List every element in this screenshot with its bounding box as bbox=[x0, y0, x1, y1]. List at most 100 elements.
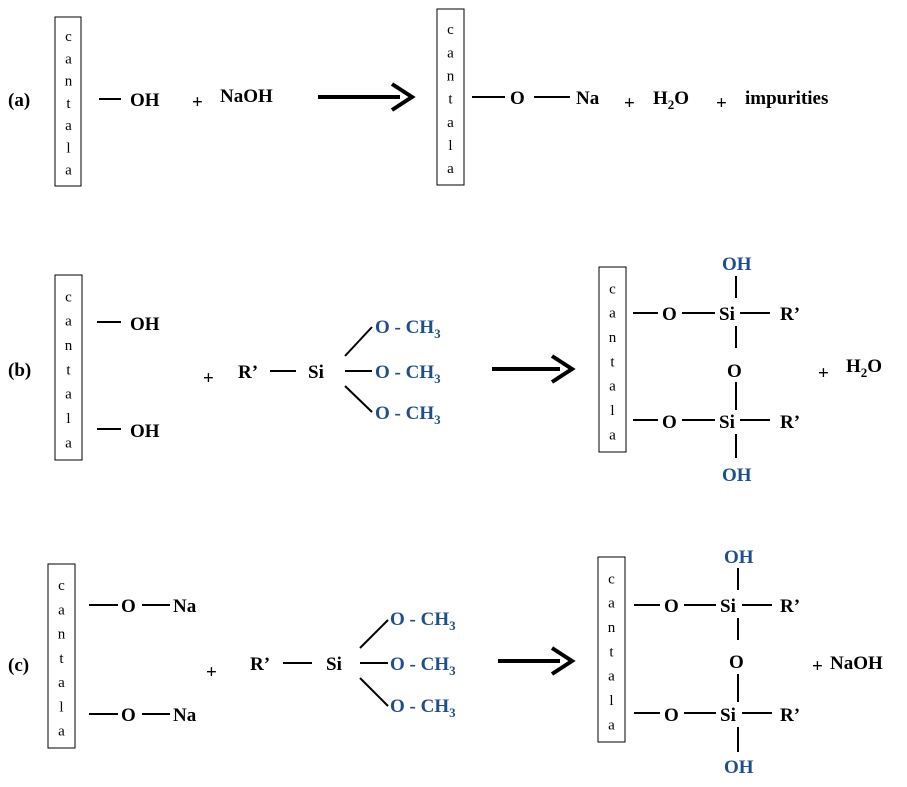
reaction-c-product-o-top: O bbox=[664, 596, 679, 617]
cantala-box-letter: c bbox=[609, 281, 616, 297]
reaction-b-oh-top: OH bbox=[130, 314, 160, 335]
reaction-c-product-si-top: Si bbox=[720, 596, 736, 617]
reaction-a-water: H2O bbox=[653, 88, 689, 112]
reaction-b-methoxy-1: O - CH3 bbox=[375, 317, 441, 341]
cantala-box-letter: a bbox=[65, 163, 72, 179]
reaction-a-oh: OH bbox=[130, 90, 160, 111]
cantala-box-letter: l bbox=[66, 411, 70, 427]
cantala-box-letter: a bbox=[58, 602, 65, 618]
cantala-box-letter: a bbox=[447, 115, 454, 131]
reaction-c-plus-2: + bbox=[812, 656, 823, 677]
reaction-c-product-r-bottom: R’ bbox=[780, 705, 800, 726]
cantala-box-letter: a bbox=[58, 675, 65, 691]
cantala-box-letter: a bbox=[609, 379, 616, 395]
reaction-c-na-top: Na bbox=[173, 596, 197, 617]
cantala-box-letter: t bbox=[609, 644, 614, 660]
reaction-a-plus-3: + bbox=[716, 93, 727, 114]
reaction-b-plus-1: + bbox=[203, 368, 214, 389]
cantala-box-letter: a bbox=[609, 427, 616, 443]
cantala-box-letter: a bbox=[58, 723, 65, 739]
cantala-box-letter: n bbox=[58, 627, 66, 643]
cantala-box-letter: c bbox=[65, 29, 72, 45]
reaction-b-product-o-bottom: O bbox=[662, 412, 677, 433]
reaction-c-si: Si bbox=[326, 654, 342, 675]
reaction-c-plus-1: + bbox=[206, 662, 217, 683]
reaction-c-product-r-top: R’ bbox=[780, 596, 800, 617]
cantala-box-letter: t bbox=[66, 96, 71, 112]
cantala-box-letter: l bbox=[66, 140, 70, 156]
cantala-box-letter: t bbox=[59, 651, 64, 667]
reaction-a-na: Na bbox=[576, 88, 600, 109]
cantala-box-letter: t bbox=[448, 92, 453, 108]
cantala-box-letter: t bbox=[610, 354, 615, 370]
cantala-box-letter: l bbox=[610, 403, 614, 419]
reaction-b-oh-bottom: OH bbox=[130, 421, 160, 442]
cantala-box-letter: l bbox=[59, 699, 63, 715]
cantala-box-letter: a bbox=[65, 314, 72, 330]
cantala-box-letter: a bbox=[608, 717, 615, 733]
reaction-b-bond-ome-1 bbox=[344, 326, 373, 357]
reaction-c-o-bottom: O bbox=[121, 705, 136, 726]
reaction-b-methoxy-2: O - CH3 bbox=[375, 362, 441, 386]
reaction-c-r: R’ bbox=[250, 654, 270, 675]
reaction-b-methoxy-3: O - CH3 bbox=[375, 403, 441, 427]
reaction-c-naoh: NaOH bbox=[830, 653, 883, 674]
reaction-c-product-bridge-o: O bbox=[729, 652, 744, 673]
reaction-b-product-r-bottom: R’ bbox=[780, 412, 800, 433]
cantala-box-letter: a bbox=[65, 387, 72, 403]
reaction-b-product-bridge-o: O bbox=[727, 361, 742, 382]
cantala-box-letter: a bbox=[65, 435, 72, 451]
reaction-b-plus-2: + bbox=[818, 363, 829, 384]
reaction-c-product-si-bottom: Si bbox=[720, 705, 736, 726]
reaction-a-label: (a) bbox=[8, 90, 30, 111]
cantala-box-letter: a bbox=[65, 118, 72, 134]
cantala-box-letter: a bbox=[447, 161, 454, 177]
cantala-box-letter: c bbox=[65, 289, 72, 305]
cantala-box-letter: l bbox=[448, 138, 452, 154]
reaction-a-plus-1: + bbox=[192, 92, 203, 113]
reaction-c-product-o-bottom: O bbox=[664, 705, 679, 726]
reaction-c-na-bottom: Na bbox=[173, 705, 197, 726]
cantala-box-letter: a bbox=[608, 596, 615, 612]
cantala-box-letter: a bbox=[65, 51, 72, 67]
reaction-c-bond-ome-3 bbox=[359, 677, 389, 707]
reaction-c-methoxy-3: O - CH3 bbox=[390, 696, 456, 720]
cantala-box-letter: a bbox=[447, 45, 454, 61]
cantala-box-letter: t bbox=[66, 362, 71, 378]
reaction-b-water: H2O bbox=[846, 356, 882, 380]
reaction-c-methoxy-2: O - CH3 bbox=[390, 654, 456, 678]
reaction-a-o: O bbox=[510, 88, 525, 109]
reaction-b-r: R’ bbox=[238, 362, 258, 383]
reaction-b-product-oh-bottom: OH bbox=[722, 465, 752, 486]
reaction-b-si: Si bbox=[308, 362, 324, 383]
reaction-c-product-oh-top: OH bbox=[724, 547, 754, 568]
reaction-a-naoh: NaOH bbox=[220, 86, 273, 107]
cantala-box-letter: l bbox=[609, 693, 613, 709]
reaction-b-label: (b) bbox=[8, 360, 31, 381]
reaction-c-product-oh-bottom: OH bbox=[724, 757, 754, 778]
cantala-box-letter: a bbox=[609, 306, 616, 322]
reaction-a-arrow bbox=[318, 82, 416, 112]
reaction-c-bond-ome-1 bbox=[359, 619, 389, 649]
cantala-box-letter: c bbox=[58, 578, 65, 594]
cantala-box-letter: c bbox=[608, 571, 615, 587]
cantala-box-letter: n bbox=[65, 338, 73, 354]
reaction-b-product-oh-top: OH bbox=[722, 254, 752, 275]
reaction-c-arrow bbox=[498, 646, 576, 676]
cantala-box-letter: a bbox=[608, 669, 615, 685]
cantala-box-letter: n bbox=[447, 68, 455, 84]
reaction-b-product-si-bottom: Si bbox=[719, 412, 735, 433]
reaction-b-product-si-top: Si bbox=[719, 304, 735, 325]
reaction-b-bond-ome-3 bbox=[344, 385, 373, 413]
reaction-c-label: (c) bbox=[8, 655, 29, 676]
reaction-b-product-o-top: O bbox=[662, 304, 677, 325]
